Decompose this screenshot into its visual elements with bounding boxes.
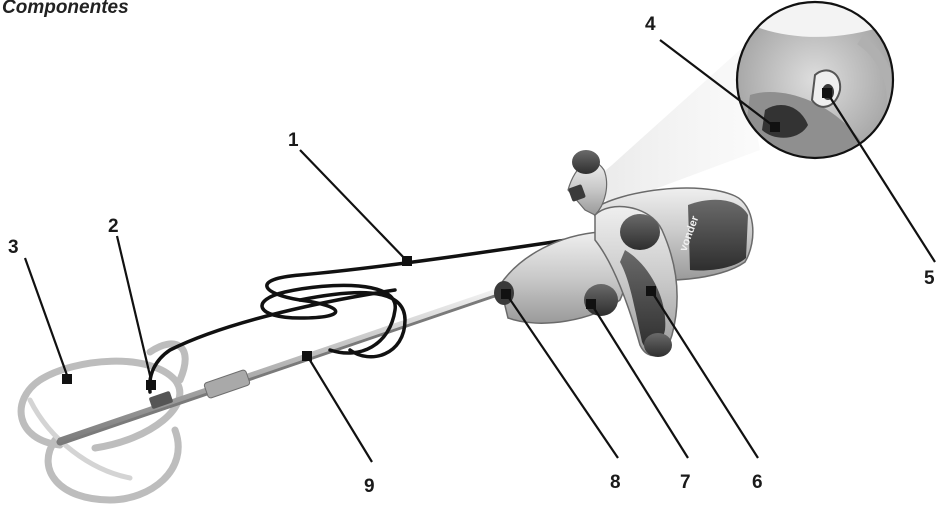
svg-text:2: 2 [108,216,119,237]
svg-text:7: 7 [680,472,691,493]
svg-text:9: 9 [364,476,375,497]
callout-5: 5 [822,88,936,289]
callout-7: 7 [586,299,691,493]
power-cable [147,236,582,394]
svg-text:4: 4 [645,14,656,35]
page-title: Componentes [2,0,129,18]
svg-text:5: 5 [924,268,935,289]
mixing-paddle [17,340,189,504]
svg-text:8: 8 [610,472,621,493]
svg-text:3: 3 [8,237,19,258]
callout-4: 4 [645,14,780,132]
callout-6: 6 [646,286,763,493]
callout-9: 9 [302,351,375,497]
callout-8: 8 [501,289,621,493]
mixer-body: vonder [494,150,754,357]
callout-3: 3 [8,237,72,384]
svg-text:1: 1 [288,130,299,151]
mixing-shaft [56,287,504,446]
svg-text:6: 6 [752,472,763,493]
zoom-beam [588,48,760,205]
callout-2: 2 [108,216,156,390]
zoom-detail [735,0,895,160]
callout-1: 1 [288,130,412,266]
